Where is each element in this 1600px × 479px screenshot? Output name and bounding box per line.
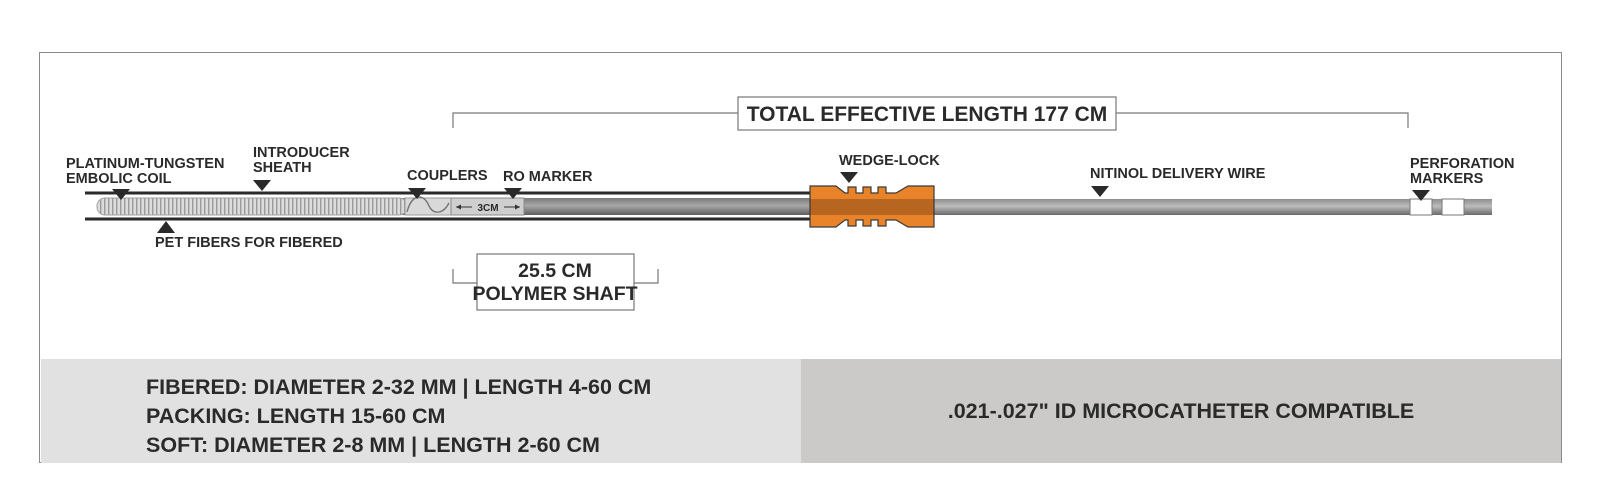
device-diagram: TOTAL EFFECTIVE LENGTH 177 CM 3CM (66, 96, 1514, 311)
couplers-label: COUPLERS (407, 168, 488, 184)
pet-fibers-arrow (157, 221, 175, 233)
shaft-label-line1: 25.5 CM (518, 260, 592, 282)
compatibility-text: .021-.027" ID MICROCATHETER COMPATIBLE (947, 398, 1415, 423)
couplers-arrow (408, 188, 426, 199)
spec-soft: SOFT: DIAMETER 2-8 MM | LENGTH 2-60 CM (146, 433, 600, 457)
coil-specs-panel: FIBERED: DIAMETER 2-32 MM | LENGTH 4-60 … (41, 359, 801, 463)
polymer-shaft-bracket: 25.5 CM POLYMER SHAFT (452, 253, 659, 311)
pet-fibers-label: PET FIBERS FOR FIBERED (155, 235, 343, 251)
sheath-label-line2: SHEATH (253, 160, 312, 176)
spec-fibered: FIBERED: DIAMETER 2-32 MM | LENGTH 4-60 … (146, 375, 652, 399)
polymer-shaft-box (476, 253, 635, 311)
shaft-label-line2: POLYMER SHAFT (472, 283, 637, 305)
coil-arrow (112, 189, 130, 200)
wedge-lock (809, 185, 935, 228)
perforation-arrow (1412, 190, 1430, 201)
ro-marker-arrow (504, 188, 522, 199)
spec-packing: PACKING: LENGTH 15-60 CM (146, 404, 446, 428)
delivery-wire-label: NITINOL DELIVERY WIRE (1090, 166, 1266, 182)
perforation-label-line1: PERFORATION (1410, 156, 1514, 172)
perforation-label-line2: MARKERS (1410, 171, 1484, 187)
embolic-coil (96, 197, 408, 216)
sheath-label-line1: INTRODUCER (253, 145, 350, 161)
three-cm-label: 3CM (477, 203, 498, 214)
couplers (404, 196, 452, 216)
introducer-sheath (85, 191, 812, 221)
delivery-wire-arrow (1091, 186, 1109, 197)
sheath-arrow (253, 180, 271, 191)
total-length-label: TOTAL EFFECTIVE LENGTH 177 CM (747, 103, 1108, 126)
diagram-frame: TOTAL EFFECTIVE LENGTH 177 CM 3CM (39, 52, 1562, 463)
compatibility-panel: .021-.027" ID MICROCATHETER COMPATIBLE (801, 359, 1561, 463)
perforation-markers (1409, 198, 1465, 216)
total-length-bracket: TOTAL EFFECTIVE LENGTH 177 CM (452, 96, 1409, 131)
total-length-box (737, 96, 1117, 131)
pointer-arrows (112, 172, 1430, 233)
wedge-lock-label: WEDGE-LOCK (839, 153, 940, 169)
wedge-lock-arrow (840, 172, 858, 183)
coil-label-line2: EMBOLIC COIL (66, 171, 172, 187)
ro-marker-label: RO MARKER (503, 169, 593, 185)
coil-label-line1: PLATINUM-TUNGSTEN (66, 156, 224, 172)
ro-marker-segment: 3CM (450, 197, 525, 216)
